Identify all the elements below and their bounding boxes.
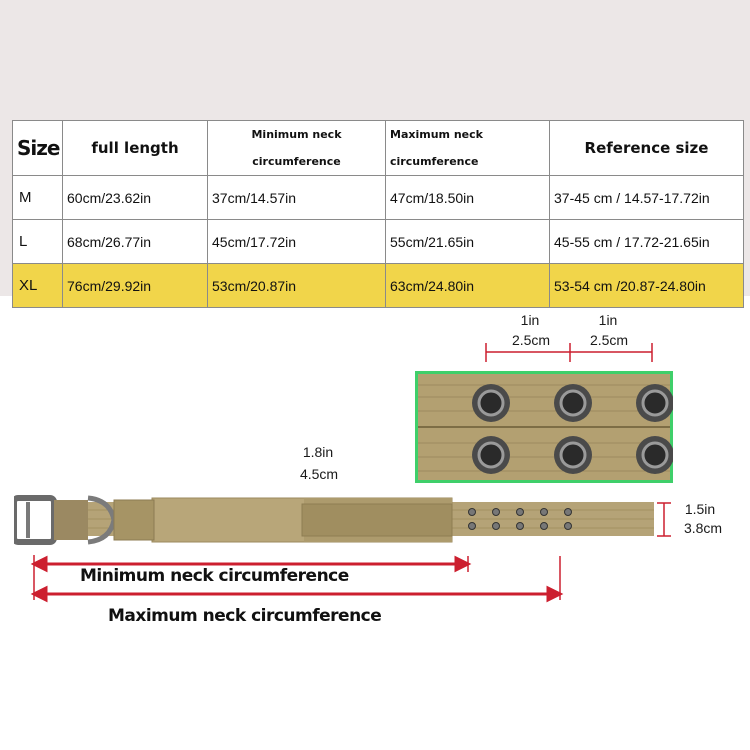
header-full-length: full length xyxy=(62,120,208,176)
collar-width-cm: 3.8cm xyxy=(683,520,723,536)
spacing-2-in: 1in xyxy=(598,312,618,328)
spacing-1-in: 1in xyxy=(520,312,540,328)
cell-max-neck: 47cm/18.50in xyxy=(385,175,550,220)
cell-full-length: 68cm/26.77in xyxy=(62,219,208,264)
size-chart-table: Size full length Minimum neck circumfere… xyxy=(12,120,744,308)
spacing-1-cm: 2.5cm xyxy=(511,332,551,348)
cell-min-neck: 45cm/17.72in xyxy=(207,219,386,264)
cell-min-neck: 53cm/20.87in xyxy=(207,263,386,308)
pad-width-in: 1.8in xyxy=(302,444,334,460)
eyelet-icon xyxy=(472,384,673,474)
collar-width-in: 1.5in xyxy=(684,501,716,517)
cell-reference: 53-54 cm /20.87-24.80in xyxy=(549,263,744,308)
cell-size: M xyxy=(12,175,63,220)
cell-size: XL xyxy=(12,263,63,308)
max-circumference-label: Maximum neck circumference xyxy=(108,606,382,626)
header-reference-size: Reference size xyxy=(549,120,744,176)
cell-full-length: 76cm/29.92in xyxy=(62,263,208,308)
table-header-row: Size full length Minimum neck circumfere… xyxy=(12,120,744,176)
cell-reference: 45-55 cm / 17.72-21.65in xyxy=(549,219,744,264)
cell-reference: 37-45 cm / 14.57-17.72in xyxy=(549,175,744,220)
collar-illustration xyxy=(14,495,654,545)
header-size: Size xyxy=(12,120,63,176)
spacing-2-cm: 2.5cm xyxy=(589,332,629,348)
cell-max-neck: 55cm/21.65in xyxy=(385,219,550,264)
table-row-highlighted: XL 76cm/29.92in 53cm/20.87in 63cm/24.80i… xyxy=(12,263,744,308)
pad-width-cm: 4.5cm xyxy=(299,466,339,482)
cell-max-neck: 63cm/24.80in xyxy=(385,263,550,308)
cell-min-neck: 37cm/14.57in xyxy=(207,175,386,220)
eyelet-closeup xyxy=(415,371,673,483)
min-circumference-label: Minimum neck circumference xyxy=(80,566,349,586)
